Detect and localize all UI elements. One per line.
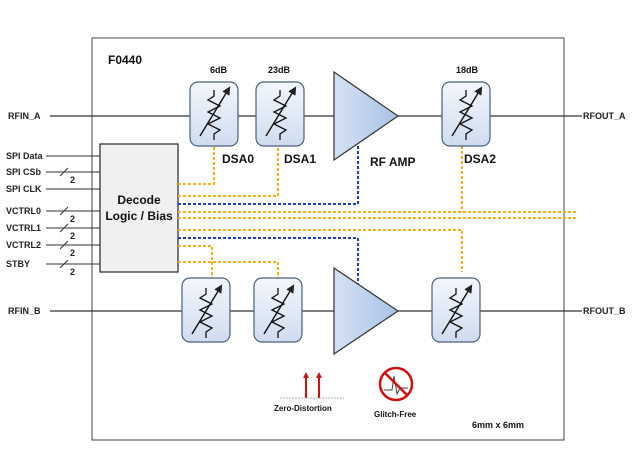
blue-control-lines	[178, 140, 359, 288]
rf-amp-label: RF AMP	[370, 155, 416, 169]
dsa0-range: 6dB	[210, 65, 228, 75]
pin-rfout-b: RFOUT_B	[583, 306, 626, 316]
bus-width-csb: 2	[70, 175, 75, 185]
pin-spi-data: SPI Data	[6, 151, 44, 161]
rf-amp-b	[333, 266, 400, 356]
pin-rfout-a: RFOUT_A	[583, 111, 626, 121]
pin-stby: STBY	[6, 259, 30, 269]
bus-width-vctrl1: 2	[70, 231, 75, 241]
dsa2-label: DSA2	[464, 152, 496, 166]
bus-width-vctrl0: 2	[70, 214, 75, 224]
control-pins	[46, 155, 100, 269]
dsa1-label: DSA1	[284, 152, 316, 166]
pin-spi-csb: SPI CSb	[6, 167, 42, 177]
decode-logic-block	[99, 143, 179, 273]
glitch-free-text: Glitch-Free	[374, 410, 417, 419]
dsa0-label: DSA0	[222, 152, 254, 166]
decode-label-line1: Decode	[117, 193, 161, 207]
pin-rfin-b: RFIN_B	[8, 306, 41, 316]
pin-vctrl2: VCTRL2	[6, 240, 41, 250]
part-number: F0440	[108, 53, 142, 67]
dsa1-attenuator	[255, 81, 305, 147]
pin-vctrl1: VCTRL1	[6, 223, 41, 233]
zero-distortion-text: Zero-Distortion	[274, 404, 332, 413]
dsa2-range: 18dB	[456, 65, 479, 75]
glitch-free-logo	[378, 366, 414, 402]
dsa0-attenuator	[189, 81, 239, 147]
dsa2-attenuator	[441, 81, 491, 147]
dsa1-range: 23dB	[268, 65, 291, 75]
dsa0-b-attenuator	[181, 277, 231, 343]
package-size: 6mm x 6mm	[472, 420, 524, 430]
bus-width-stby: 2	[70, 267, 75, 277]
pin-spi-clk: SPI CLK	[6, 184, 42, 194]
dsa1-b-attenuator	[253, 277, 303, 343]
zero-distortion-logo	[280, 372, 344, 399]
yellow-control-lines	[178, 146, 578, 278]
decode-label-line2: Logic / Bias	[105, 209, 173, 223]
dsa2-b-attenuator	[431, 277, 481, 343]
rf-amp-a	[333, 70, 400, 162]
pin-rfin-a: RFIN_A	[8, 111, 41, 121]
pin-vctrl0: VCTRL0	[6, 206, 41, 216]
bus-width-vctrl2: 2	[70, 248, 75, 258]
